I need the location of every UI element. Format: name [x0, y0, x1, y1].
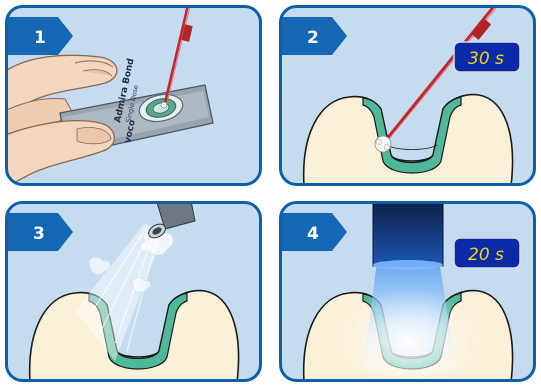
timer-display: 20 s	[454, 238, 520, 268]
step-number: 2	[307, 28, 319, 48]
step-number: 3	[33, 224, 45, 244]
timer-display: 30 s	[454, 42, 520, 72]
timer-label: 30 s	[468, 49, 504, 69]
step-number: 1	[34, 28, 46, 48]
step-number: 4	[307, 224, 319, 244]
step-1-panel: Admira Bond Single Dose voco 1	[5, 5, 262, 186]
step-2-panel: 2 30 s	[279, 5, 536, 186]
timer-label: 20 s	[468, 245, 504, 265]
step-3-panel: 3	[5, 201, 262, 382]
step-4-panel: 4 20 s	[279, 201, 536, 382]
